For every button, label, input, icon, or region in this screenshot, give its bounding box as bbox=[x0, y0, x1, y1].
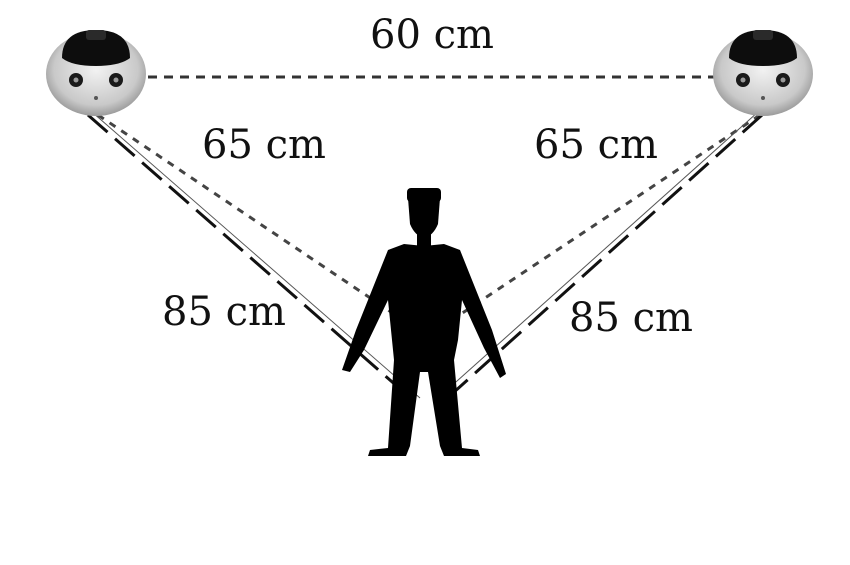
right-inner-distance-label: 65 cm bbox=[534, 122, 658, 168]
left-outer-distance-label: 85 cm bbox=[162, 289, 286, 335]
right-robot-to-person-short-line bbox=[454, 113, 761, 320]
top-distance-label: 60 cm bbox=[370, 12, 494, 58]
left-robot-to-person-short-line bbox=[97, 113, 401, 320]
person-silhouette bbox=[342, 188, 506, 456]
left-inner-distance-label: 65 cm bbox=[202, 122, 326, 168]
right-robot-head bbox=[713, 30, 813, 116]
left-robot-to-person-thin-line bbox=[91, 111, 421, 399]
left-robot-head bbox=[46, 30, 146, 116]
right-outer-distance-label: 85 cm bbox=[569, 295, 693, 341]
